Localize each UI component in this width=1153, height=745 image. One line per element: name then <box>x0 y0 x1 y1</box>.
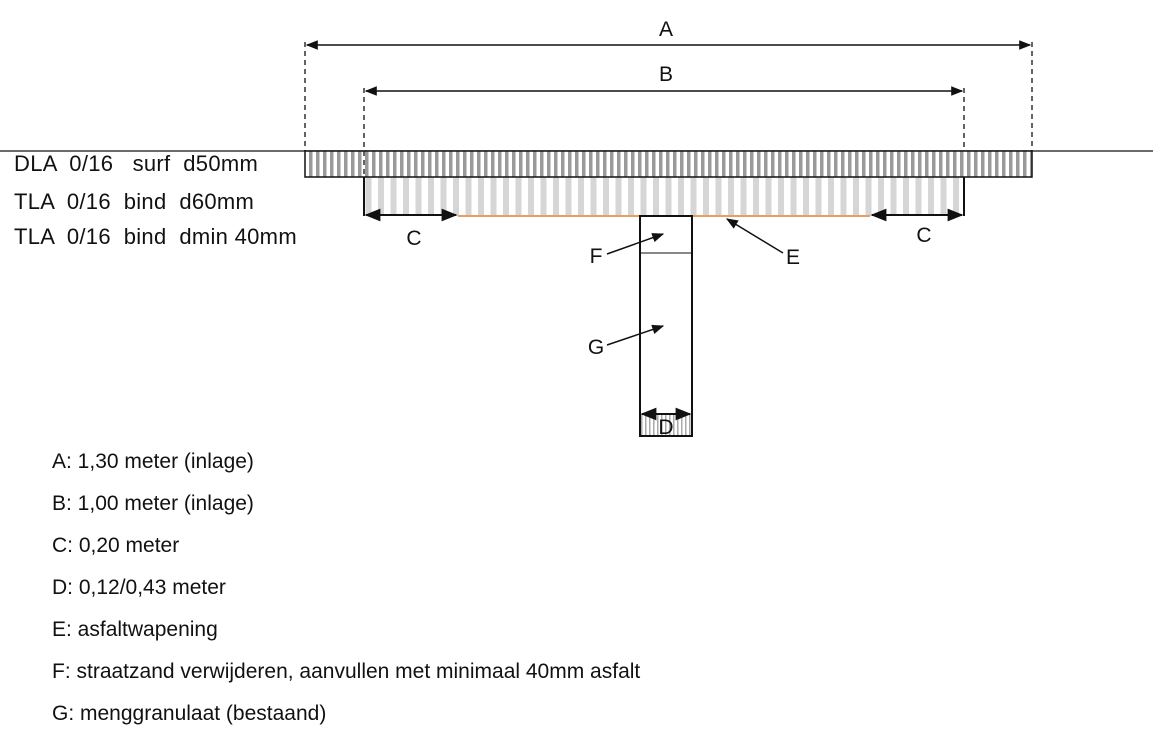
callout-g-label: G <box>588 336 604 359</box>
legend-item-f: F: straatzand verwijderen, aanvullen met… <box>52 660 641 683</box>
legend-item-c: C: 0,20 meter <box>52 534 180 557</box>
legend-item-b: B: 1,00 meter (inlage) <box>52 492 254 515</box>
dimension-a-label: A <box>659 18 673 41</box>
callout-e-arrow <box>725 218 784 254</box>
binder-layer <box>364 177 964 216</box>
trench <box>639 215 693 437</box>
dimension-c-right-label: C <box>916 224 931 247</box>
legend-item-e: E: asfaltwapening <box>52 618 218 641</box>
layer-label-binder-min: TLA 0/16 bind dmin 40mm <box>14 224 297 249</box>
legend-item-a: A: 1,30 meter (inlage) <box>52 450 254 473</box>
callout-e-label: E <box>786 246 800 269</box>
callout-f-arrow <box>606 233 665 255</box>
legend-item-d: D: 0,12/0,43 meter <box>52 576 226 599</box>
legend-item-g: G: menggranulaat (bestaand) <box>52 702 327 725</box>
extension-lines <box>304 42 1033 177</box>
layer-label-binder: TLA 0/16 bind d60mm <box>14 189 255 214</box>
dimension-d-label: D <box>658 416 673 439</box>
surface-layer <box>304 150 1033 178</box>
dimension-c-left-label: C <box>406 227 421 250</box>
callout-f-label: F <box>590 245 603 268</box>
dimension-b-label: B <box>659 63 673 86</box>
callout-g-arrow <box>606 324 665 346</box>
layer-label-surface: DLA 0/16 surf d50mm <box>14 151 259 176</box>
